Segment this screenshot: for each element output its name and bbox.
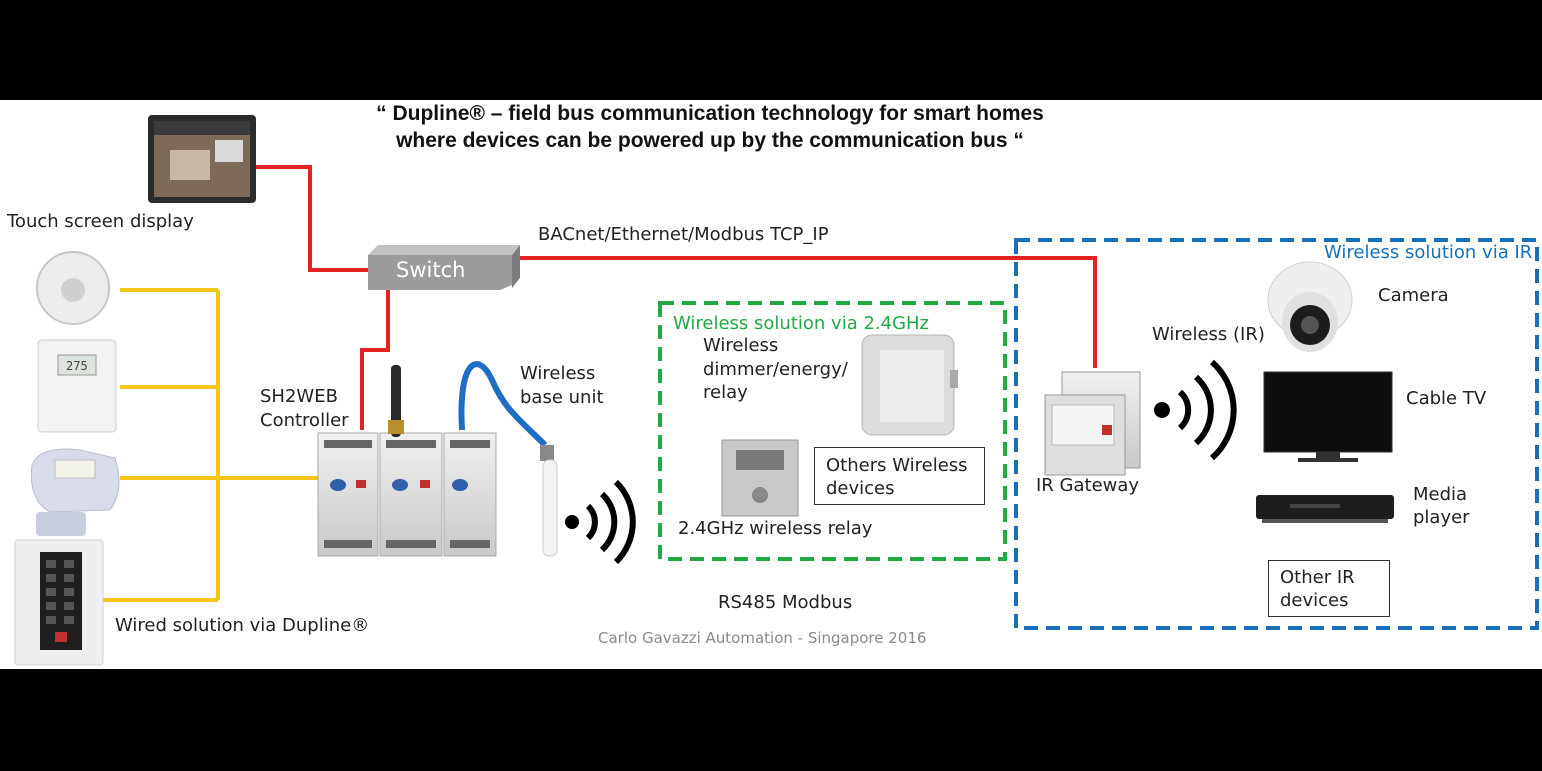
wireless-dimmer-device (861, 334, 958, 436)
ir-gateway-label: IR Gateway (1036, 475, 1140, 496)
wireless-base-antenna (540, 445, 558, 557)
controller-label-line2: Controller (260, 410, 349, 431)
wired-solution-label: Wired solution via Dupline® (115, 615, 370, 636)
touch-screen-device (148, 115, 256, 203)
light-sensor-device (30, 448, 120, 536)
wireless-wave-icon-base (565, 479, 636, 565)
page-title-line1: “ Dupline® – field bus communication tec… (376, 102, 1044, 125)
switch-label: Switch (396, 258, 466, 282)
wireless-ir-zone (1014, 238, 1539, 630)
wireless-dimmer-label-line3: relay (703, 382, 748, 403)
dupline-bus (100, 288, 318, 602)
controller-label-line1: SH2WEB (260, 386, 338, 407)
others-wireless-line2: devices (826, 478, 895, 499)
wireless-wave-icon-ir (1154, 359, 1237, 461)
sh2web-controller-device (317, 365, 497, 557)
wireless-base-label-line1: Wireless (520, 363, 596, 384)
cable-tv-label: Cable TV (1406, 388, 1487, 409)
wireless-24ghz-heading: Wireless solution via 2.4GHz (673, 313, 929, 334)
antenna-cable (458, 361, 548, 448)
camera-label: Camera (1378, 285, 1449, 306)
cable-tv-device (1263, 371, 1393, 462)
other-ir-box: Other IR devices (1268, 560, 1390, 617)
keypad-device (14, 539, 104, 666)
media-player-device (1256, 495, 1394, 523)
protocol-label: BACnet/Ethernet/Modbus TCP_IP (538, 224, 829, 245)
others-wireless-line1: Others Wireless (826, 455, 968, 476)
thermostat-device: 275 (37, 339, 117, 433)
switch-device (368, 245, 520, 290)
media-player-label-line2: player (1413, 507, 1470, 528)
page-title-line2: where devices can be powered up by the c… (396, 129, 1024, 152)
footer-credit: Carlo Gavazzi Automation - Singapore 201… (598, 629, 927, 647)
wireless-ir-label: Wireless (IR) (1152, 324, 1265, 345)
wireless-relay-device (721, 439, 799, 517)
rs485-label: RS485 Modbus (718, 592, 853, 613)
motion-sensor-device (36, 251, 110, 325)
wireless-relay-label: 2.4GHz wireless relay (678, 518, 873, 539)
wireless-dimmer-label-line1: Wireless (703, 335, 779, 356)
svg-text:275: 275 (66, 359, 88, 373)
touch-screen-label: Touch screen display (7, 211, 194, 232)
diagram-graphics: 275 (14, 115, 1539, 666)
ir-gateway-device (1044, 371, 1141, 476)
camera-device (1267, 261, 1353, 352)
others-wireless-box: Others Wireless devices (814, 447, 985, 505)
ethernet-cables (255, 165, 1097, 430)
wireless-ir-heading: Wireless solution via IR (1324, 242, 1533, 263)
wireless-dimmer-label-line2: dimmer/energy/ (703, 359, 848, 380)
other-ir-line1: Other IR (1280, 567, 1355, 588)
other-ir-line2: devices (1280, 590, 1349, 611)
wireless-base-label-line2: base unit (520, 387, 604, 408)
wireless-24ghz-zone (658, 301, 1007, 561)
media-player-label-line1: Media (1413, 484, 1468, 505)
diagram-canvas: 275 (0, 100, 1542, 669)
